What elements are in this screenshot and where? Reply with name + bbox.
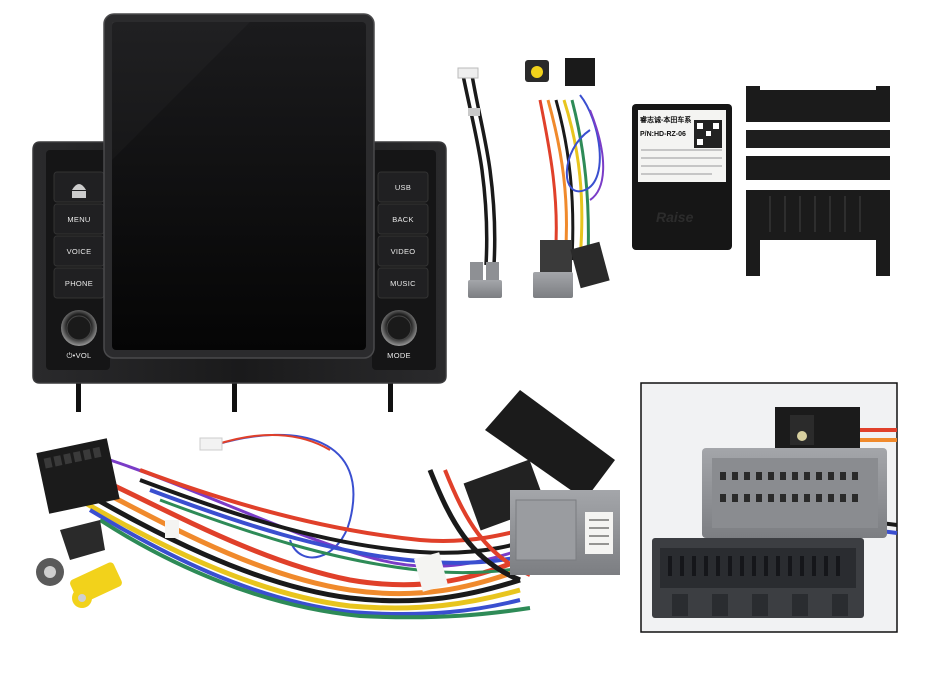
music-button[interactable]: MUSIC [390, 279, 416, 288]
right-button-column: USB BACK VIDEO MUSIC [377, 171, 429, 299]
canbus-decoder-box: 睿志诚-本田车系 P/N:HD-RZ-06 Raise [632, 104, 732, 250]
main-wiring-harness [36, 390, 620, 620]
phone-button[interactable]: PHONE [65, 279, 93, 288]
rca-plug [36, 520, 122, 608]
usb-button[interactable]: USB [395, 183, 411, 192]
canbus-part-number: P/N:HD-RZ-06 [640, 131, 686, 138]
touch-screen[interactable] [112, 22, 366, 350]
connector-closeup-inset [640, 382, 898, 633]
android-icon[interactable] [72, 184, 86, 198]
voice-button[interactable]: VOICE [67, 247, 92, 256]
left-button-column: MENU VOICE PHONE [53, 171, 105, 299]
menu-button[interactable]: MENU [67, 215, 90, 224]
mounting-brackets [746, 86, 890, 276]
volume-knob-label: ⏻•VOL [66, 351, 91, 360]
canbus-brand-line: 睿志诚-本田车系 [640, 115, 691, 124]
speaker-harness [457, 67, 502, 298]
mode-knob-label: MODE [387, 351, 411, 360]
back-button[interactable]: BACK [392, 215, 414, 224]
video-button[interactable]: VIDEO [391, 247, 416, 256]
canbus-logo: Raise [656, 209, 694, 225]
power-harness-top [525, 58, 610, 298]
head-unit: MENU VOICE PHONE USB BACK VIDEO MUSIC ⏻•… [32, 13, 447, 412]
